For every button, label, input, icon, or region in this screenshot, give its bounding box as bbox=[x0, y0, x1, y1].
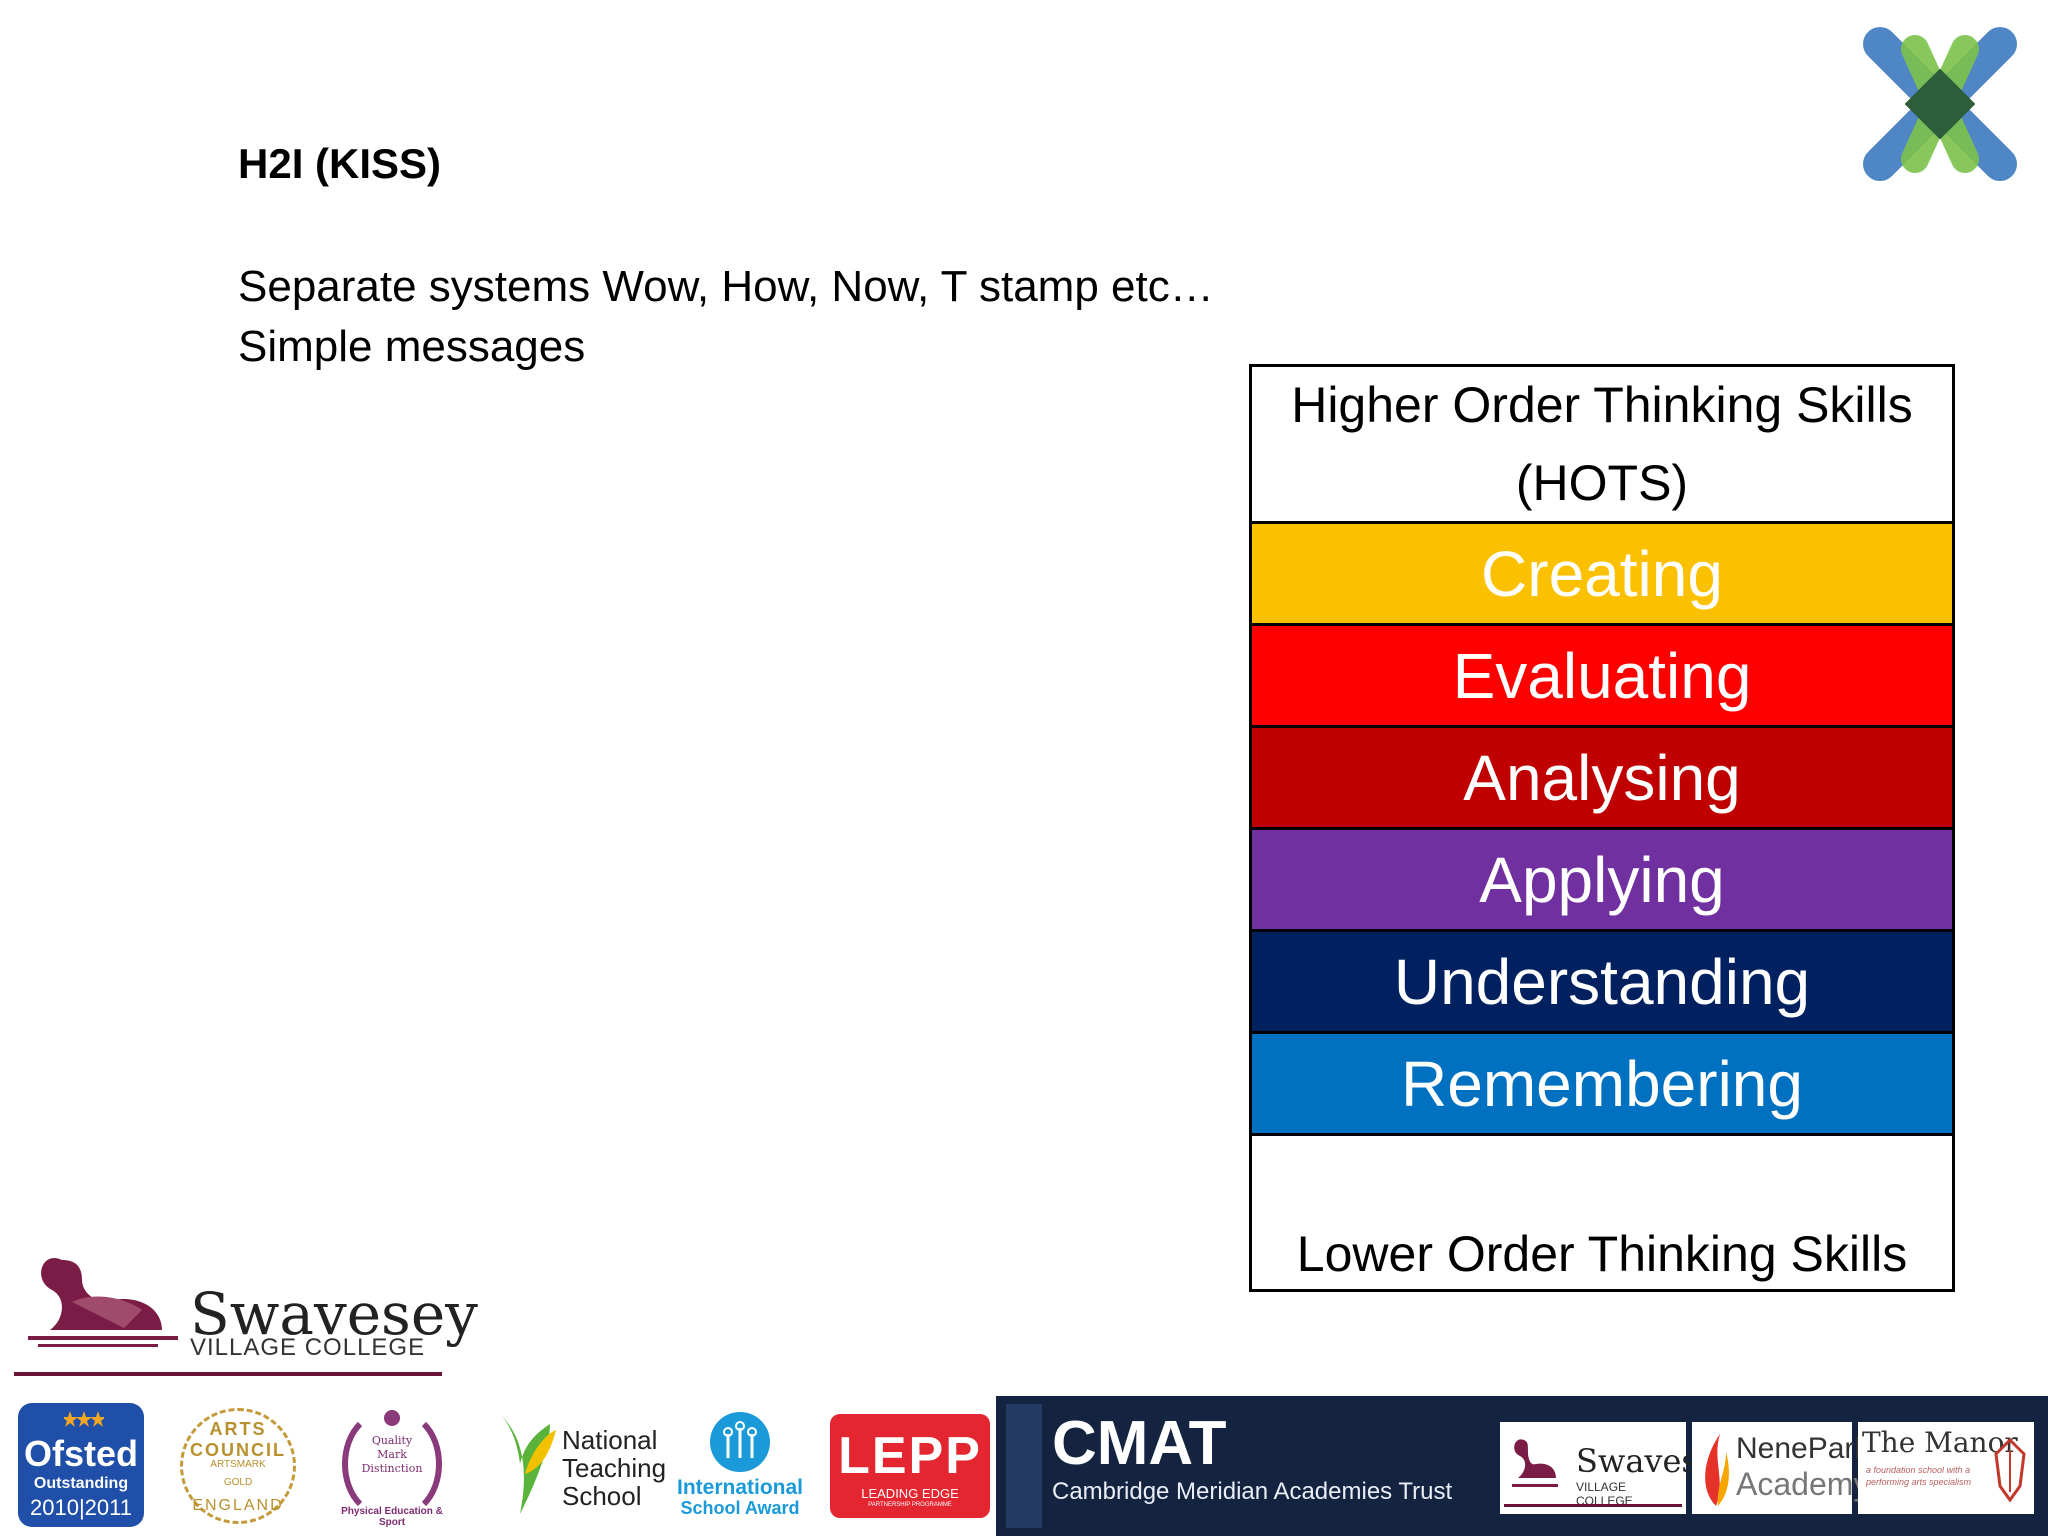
lepp-subtitle: LEADING EDGE bbox=[861, 1486, 959, 1501]
globe-icon bbox=[710, 1412, 770, 1472]
lepp-subtitle-small: PARTNERSHIP PROGRAMME bbox=[868, 1502, 952, 1508]
logo-underline bbox=[14, 1372, 442, 1376]
leaf-logo-icon bbox=[500, 1414, 556, 1514]
cmat-title: CMAT bbox=[1052, 1409, 1227, 1478]
swan-logo-icon bbox=[28, 1257, 178, 1347]
cross-logo-icon bbox=[1863, 27, 2017, 181]
hots-header: Higher Order Thinking Skills (HOTS) bbox=[1252, 367, 1952, 524]
nts-line: National bbox=[562, 1425, 658, 1455]
pe-quality-mark-badge: Quality Mark Distinction Physical Educat… bbox=[330, 1404, 454, 1528]
nts-text: National Teaching School bbox=[562, 1426, 666, 1510]
crest-icon bbox=[1994, 1437, 2026, 1503]
partner-manor-tagline: a foundation school with a performing ar… bbox=[1866, 1465, 1972, 1487]
partner-nene-line1: NenePark bbox=[1736, 1432, 1870, 1465]
national-teaching-school-badge: National Teaching School bbox=[490, 1404, 666, 1528]
hots-level-analysing: Analysing bbox=[1252, 728, 1952, 830]
hots-level-remembering: Remembering bbox=[1252, 1034, 1952, 1136]
nts-line: Teaching bbox=[562, 1453, 667, 1483]
slide-title: H2I (KISS) bbox=[238, 140, 442, 187]
international-school-award-badge: International School Award bbox=[670, 1410, 810, 1528]
partner-swavesey-logo: Swavesey VILLAGE COLLEGE bbox=[1500, 1422, 1735, 1514]
partner-nenepark-logo: NenePark Academy bbox=[1692, 1422, 1869, 1514]
body-text-line: Separate systems Wow, How, Now, T stamp … bbox=[238, 262, 1214, 311]
arts-title: ARTS COUNCIL bbox=[190, 1419, 286, 1460]
arts-council-badge: ARTS COUNCIL ARTSMARK GOLD ENGLAND bbox=[180, 1408, 296, 1524]
arts-mark: ARTSMARK bbox=[210, 1459, 266, 1470]
hots-level-understanding: Understanding bbox=[1252, 932, 1952, 1034]
hots-footer: Lower Order Thinking Skills bbox=[1296, 1226, 1908, 1282]
cmat-subtitle: Cambridge Meridian Academies Trust bbox=[1052, 1478, 1453, 1505]
ofsted-status: Outstanding bbox=[33, 1475, 129, 1492]
cmat-accent-bar bbox=[1006, 1404, 1042, 1528]
arts-bottom: ENGLAND bbox=[192, 1497, 284, 1514]
ofsted-years: 2010|2011 bbox=[30, 1495, 132, 1520]
swan-logo-icon bbox=[1512, 1439, 1558, 1487]
ofsted-title: Ofsted bbox=[23, 1433, 138, 1474]
isa-subtitle: School Award bbox=[680, 1498, 800, 1518]
isa-title: International bbox=[676, 1476, 803, 1499]
body-text-line: Simple messages bbox=[238, 322, 586, 371]
nts-line: School bbox=[562, 1481, 642, 1511]
flame-logo-icon bbox=[1705, 1434, 1729, 1506]
hots-level-applying: Applying bbox=[1252, 830, 1952, 932]
laurel-wreath-icon bbox=[342, 1410, 442, 1507]
partner-swavesey-underline bbox=[1504, 1504, 1682, 1507]
partner-nene-line2: Academy bbox=[1736, 1466, 1870, 1502]
partner-manor-logo: The Manor a foundation school with a per… bbox=[1858, 1422, 2034, 1514]
pe-bottom-text: Physical Education & Sport bbox=[341, 1506, 443, 1528]
pe-mark-text: Quality Mark Distinction bbox=[361, 1434, 423, 1475]
hots-level-creating: Creating bbox=[1252, 524, 1952, 626]
lepp-mark: LEPP bbox=[838, 1427, 982, 1485]
school-subtitle: VILLAGE COLLEGE bbox=[190, 1334, 426, 1361]
arts-level: GOLD bbox=[223, 1477, 253, 1488]
stars-icon bbox=[64, 1411, 104, 1427]
ofsted-badge: Ofsted Outstanding 2010|2011 bbox=[18, 1403, 144, 1527]
hots-table: Higher Order Thinking Skills (HOTS) Crea… bbox=[1249, 364, 1955, 1292]
school-name: Swavesey bbox=[190, 1280, 478, 1348]
hots-level-evaluating: Evaluating bbox=[1252, 626, 1952, 728]
leading-edge-badge: LEPP LEADING EDGE PARTNERSHIP PROGRAMME bbox=[830, 1414, 990, 1518]
partner-manor-title: The Manor bbox=[1862, 1426, 2018, 1459]
